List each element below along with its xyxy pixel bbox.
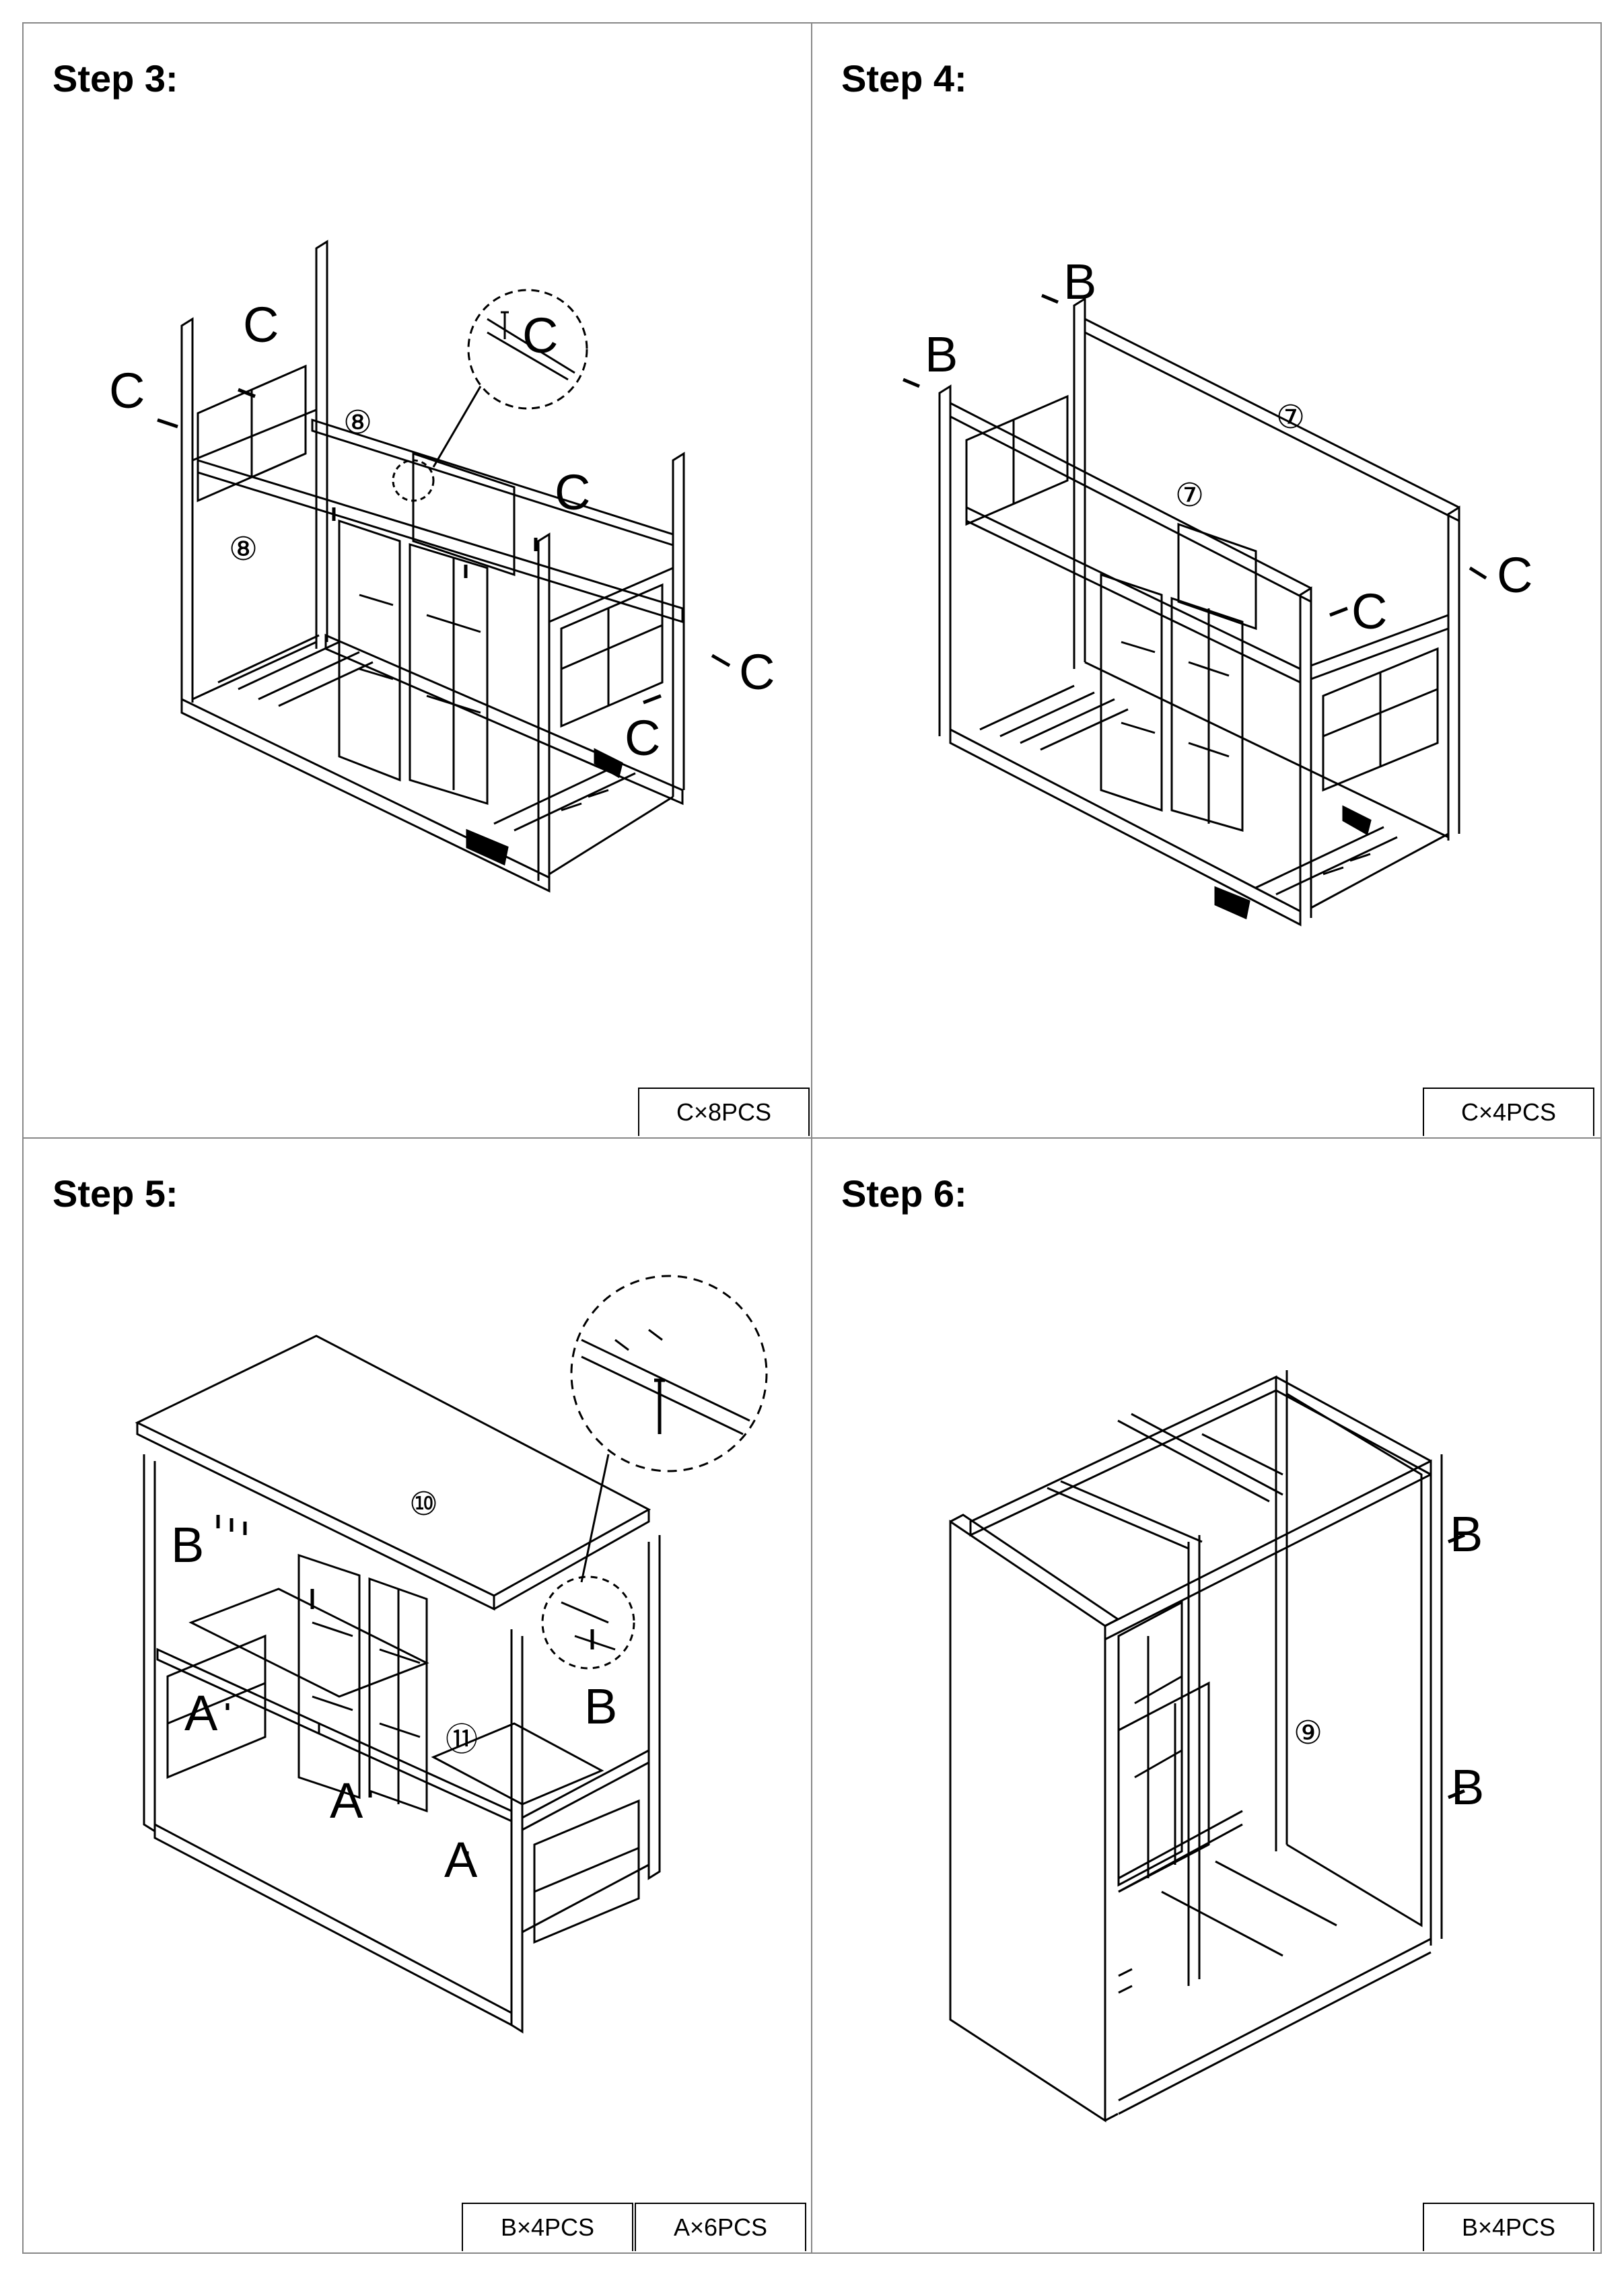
callout-label: C: [1351, 583, 1387, 639]
callout-labels: B B: [1450, 1506, 1484, 1815]
callout-label: C: [109, 363, 145, 419]
part-numbers: ⑦ ⑦: [1175, 398, 1305, 514]
callout-label: A: [330, 1773, 363, 1828]
callout-label: B: [1451, 1759, 1484, 1815]
step-5-panel: Step 5:: [23, 1138, 812, 2251]
callout-label: A: [444, 1832, 478, 1888]
callout-label: B: [925, 326, 958, 382]
callout-label: A: [184, 1685, 218, 1741]
step-title: Step 4:: [841, 57, 967, 100]
callout-label: C: [522, 308, 558, 363]
part-number: ⑨: [1294, 1714, 1322, 1752]
callout-label: B: [584, 1678, 617, 1734]
callout-label: B: [1450, 1506, 1483, 1562]
callout-label: C: [555, 464, 590, 520]
step-title: Step 6:: [841, 1172, 967, 1215]
quantity-box: A×6PCS: [635, 2203, 806, 2251]
step-5-illustration: B B A A A ⑩ ⑪: [135, 1275, 768, 2034]
callout-label: C: [1497, 547, 1532, 603]
part-numbers: ⑧ ⑧: [229, 404, 372, 568]
step-title: Step 5:: [52, 1172, 178, 1215]
callout-labels: C C C C C C: [109, 297, 775, 766]
step-title: Step 3:: [52, 57, 178, 100]
part-number: ⑪: [446, 1721, 478, 1758]
callout-label: B: [171, 1517, 204, 1573]
part-numbers: ⑨: [1294, 1714, 1322, 1752]
callout-labels: B B C C: [925, 254, 1532, 639]
step-6-panel: Step 6:: [812, 1138, 1600, 2251]
part-numbers: ⑩ ⑪: [409, 1485, 478, 1758]
quantity-box: B×4PCS: [1423, 2203, 1594, 2251]
callout-label: C: [625, 710, 660, 766]
part-number: ⑦: [1175, 476, 1204, 514]
callout-label: C: [243, 297, 279, 353]
callout-labels: B B A A A: [171, 1517, 617, 1888]
part-number: ⑧: [343, 404, 372, 441]
step-3-panel: Step 3:: [23, 23, 812, 1136]
step-4-illustration: B B C C ⑦ ⑦: [903, 254, 1532, 927]
part-number: ⑦: [1276, 398, 1305, 436]
step-4-panel: Step 4:: [812, 23, 1600, 1136]
callout-label: C: [739, 644, 775, 700]
part-number: ⑧: [229, 530, 258, 568]
step-6-illustration: B B ⑨: [949, 1370, 1484, 2123]
part-number: ⑩: [409, 1485, 438, 1523]
quantity-box: C×8PCS: [638, 1088, 810, 1136]
callout-label: B: [1063, 254, 1096, 310]
step-3-illustration: C C C C C C ⑧ ⑧: [109, 240, 775, 893]
quantity-box: C×4PCS: [1423, 1088, 1594, 1136]
quantity-box: B×4PCS: [462, 2203, 633, 2251]
